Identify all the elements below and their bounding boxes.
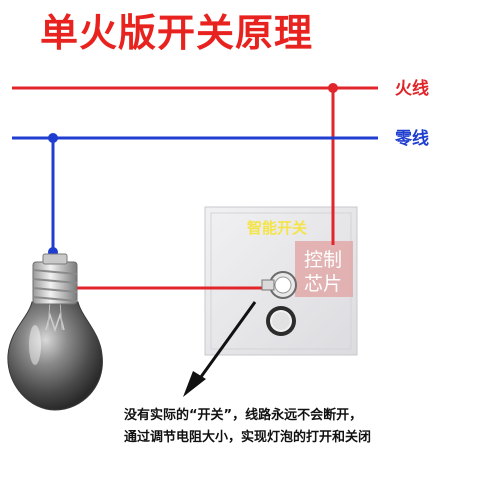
light-bulb-icon xyxy=(7,253,103,411)
page-title: 单火版开关原理 xyxy=(40,11,313,55)
switch-panel-label: 智能开关 xyxy=(247,219,307,237)
chip-label-line1: 控制 xyxy=(304,249,342,271)
pointer-arrow-icon xyxy=(183,301,257,397)
note-line-1: 没有实际的“开关”，线路永远不会断开， xyxy=(124,407,362,423)
neutral-junction-dot xyxy=(48,133,58,143)
control-chip xyxy=(295,241,353,297)
rotary-knob-icon xyxy=(261,271,297,299)
chip-label-line2: 芯片 xyxy=(304,273,342,295)
live-junction-dot xyxy=(328,83,338,93)
live-wire-label: 火线 xyxy=(395,78,429,99)
neutral-wire-label: 零线 xyxy=(394,128,429,149)
note-line-2: 通过调节电阻大小，实现灯泡的打开和关闭 xyxy=(124,429,371,445)
switch-button-icon xyxy=(266,306,296,336)
